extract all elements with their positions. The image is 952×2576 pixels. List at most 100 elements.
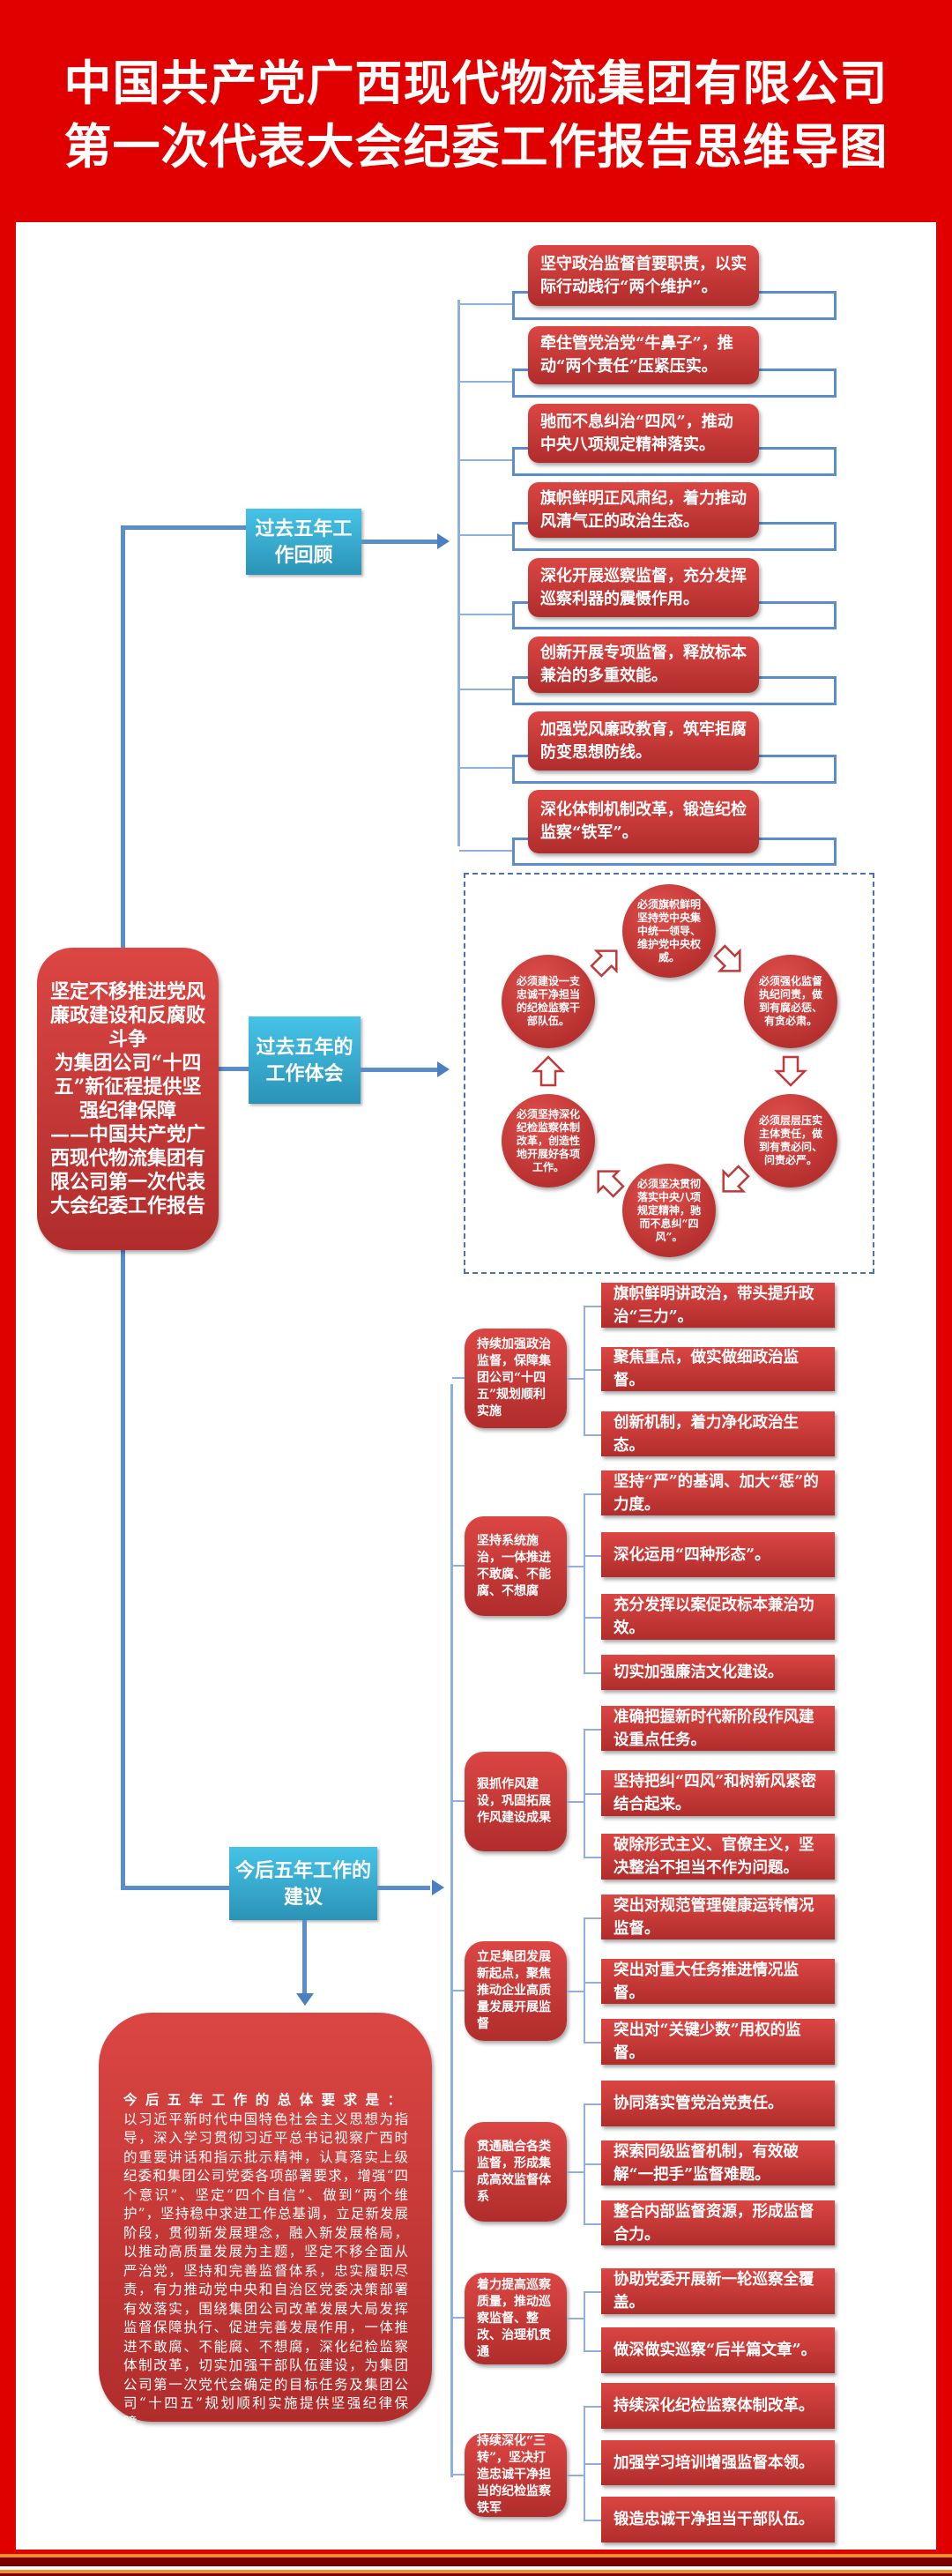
connector-line [584,1493,601,1495]
suggestion-item[interactable]: 协助党委开展新一轮巡察全覆盖。 [601,2268,835,2314]
suggestion-item[interactable]: 探索同级监督机制，有效破解“一把手”监督难题。 [601,2140,835,2185]
suggestion-item[interactable]: 协同落实管党治党责任。 [601,2081,835,2126]
suggestion-topic[interactable]: 持续深化“三转”，坚决打造忠诚干净担当的纪检监察铁军 [465,2433,567,2517]
connector-line [121,525,246,530]
review-item[interactable]: 深化开展巡察监督，充分发挥巡察利器的震慑作用。 [528,558,759,617]
connector-line [459,459,512,461]
review-item[interactable]: 驰而不息纠治“四风”，推动中央八项规定精神落实。 [528,404,759,463]
connector-line [584,1793,601,1795]
suggestion-item[interactable]: 坚持“严”的基调、加大“惩”的力度。 [601,1470,835,1515]
connector-line [584,2291,601,2293]
connector-line [584,2163,601,2165]
suggestion-item[interactable]: 做深做实巡察“后半篇文章”。 [601,2327,835,2373]
connector-line [459,381,512,383]
connector-line [567,1800,584,1803]
connector-line [584,2350,601,2352]
suggestion-item[interactable]: 破除形式主义、官僚主义，坚决整治不担当不作为问题。 [601,1834,835,1880]
summary-heading: 今后五年工作的总体要求是： [123,2091,409,2108]
connector-line [584,1857,601,1858]
suggestion-topic[interactable]: 狠抓作风建设，巩固拓展作风建设成果 [465,1752,567,1851]
suggestion-item[interactable]: 深化运用“四种形态”。 [601,1532,835,1577]
footer-band [0,2570,952,2573]
suggestion-item[interactable]: 持续深化纪检监察体制改革。 [601,2383,835,2429]
connector-line [452,1564,465,1567]
footer-band [0,2557,952,2566]
root-topic[interactable]: 坚定不移推进党风廉政建设和反腐败斗争 为集团公司“十四五”新征程提供坚强纪律保障… [37,948,219,1250]
connector-line [361,540,439,544]
connector-line [567,2474,584,2476]
arrow-right-icon [437,533,450,549]
suggestion-item[interactable]: 充分发挥以案促改标本兼治功效。 [601,1594,835,1640]
connector-line [584,1917,601,1919]
summary-box: 今后五年工作的总体要求是：以习近平新时代中国特色社会主义思想为指导，深入学习贯彻… [99,2013,432,2431]
connector-line [450,1384,453,2477]
connector-line [459,767,512,769]
connector-line [584,1917,585,2042]
review-item[interactable]: 创新开展专项监督，释放标本兼治的多重效能。 [528,637,759,693]
cycle-arrow-icon [722,1165,750,1193]
suggestion-item[interactable]: 突出对“关键少数”用权的监督。 [601,2019,835,2065]
connector-line [567,1565,584,1567]
review-item[interactable]: 坚守政治监督首要职责，以实际行动践行“两个维护”。 [528,245,759,306]
connector-line [457,300,460,846]
cycle-arrow-icon [531,1055,566,1087]
suggestion-item[interactable]: 突出对重大任务推进情况监督。 [601,1959,835,2004]
suggestion-item[interactable]: 切实加强廉洁文化建设。 [601,1655,835,1690]
suggestion-item[interactable]: 准确把握新时代新阶段作风建设重点任务。 [601,1706,835,1751]
suggestion-item[interactable]: 创新机制，着力净化政治生态。 [601,1411,835,1456]
experience-circle[interactable]: 必须强化监督执纪问责，做到有腐必惩、有贪必肃。 [744,955,837,1048]
connector-line [459,850,512,852]
suggestion-item[interactable]: 坚持把纠“四风”和树新风紧密结合起来。 [601,1770,835,1816]
connector-line [459,614,512,615]
suggestion-item[interactable]: 旗帜鲜明讲政治，带头提升政治“三力”。 [601,1283,835,1328]
experience-circle[interactable]: 必须层层压实主体责任，做到有责必问、问责必严。 [744,1094,837,1187]
suggestion-item[interactable]: 聚焦重点，做实做细政治监督。 [601,1347,835,1391]
connector-line [584,1617,601,1619]
connector-line [584,1433,601,1436]
footer-band [0,2566,952,2570]
branch-past-review[interactable]: 过去五年工作回顾 [246,509,361,575]
cycle-arrow-icon [597,1170,625,1198]
review-item[interactable]: 旗帜鲜明正风肃纪，着力推动风清气正的政治生态。 [528,482,759,538]
experience-circle[interactable]: 必须坚持深化纪检监察体制改革，创造性地开展好各项工作。 [502,1094,595,1187]
connector-line [567,1990,584,1992]
suggestion-item[interactable]: 突出对规范管理健康运转情况监督。 [601,1895,835,1939]
cycle-arrow-icon [773,1055,808,1087]
experience-circle[interactable]: 必须旗帜鲜明坚持党中央集中统一领导、维护党中央权威。 [622,884,716,978]
connector-line [584,2222,601,2225]
suggestion-topic[interactable]: 贯通融合各类监督，形成集成高效监督体系 [465,2122,567,2222]
connector-line [584,1981,601,1984]
arrow-right-icon [432,1880,444,1895]
review-item[interactable]: 深化体制机制改革，锻造纪检监察“铁军”。 [528,790,759,853]
connector-line [361,1068,440,1072]
connector-line [584,2406,601,2408]
experience-circle[interactable]: 必须建设一支忠诚干净担当的纪检监察干部队伍。 [502,955,595,1048]
connector-line [459,689,512,690]
connector-line [584,1672,601,1674]
review-item[interactable]: 加强党风廉政教育，筑牢拒腐防变思想防线。 [528,711,759,771]
connector-line [452,1989,465,1992]
suggestion-topic[interactable]: 坚持系统施治，一体推进不敢腐、不能腐、不想腐 [465,1516,567,1616]
connector-line [584,2042,601,2044]
connector-line [584,2520,601,2521]
suggestion-topic[interactable]: 立足集团发展新起点，聚焦推动企业高质量发展开展监督 [465,1941,567,2041]
connector-line [584,2462,601,2465]
suggestion-item[interactable]: 锻造忠诚干净担当干部队伍。 [601,2497,835,2542]
connector-line [584,1369,601,1371]
branch-past-experience[interactable]: 过去五年的工作体会 [249,1016,361,1104]
connector-line [452,1376,465,1379]
branch-future-suggestions[interactable]: 今后五年工作的建议 [229,1847,377,1920]
connector-line [584,1728,585,1857]
experience-frame [464,873,874,1274]
review-item[interactable]: 牵住管党治党“牛鼻子”，推动“两个责任”压紧压实。 [528,326,759,384]
connector-line [121,1886,229,1890]
experience-circle[interactable]: 必须坚决贯彻落实中央八项规定精神，驰而不息纠“四风”。 [622,1164,716,1257]
suggestion-item[interactable]: 加强学习培训增强监督本领。 [601,2440,835,2485]
connector-line [302,1920,307,1995]
connector-line [452,1799,465,1802]
connector-line [452,2170,465,2172]
footer-band [0,2573,952,2576]
suggestion-item[interactable]: 整合内部监督资源，形成监督合力。 [601,2200,835,2245]
suggestion-topic[interactable]: 持续加强政治监督，保障集团公司“十四五”规划顺利实施 [465,1329,567,1428]
suggestion-topic[interactable]: 着力提高巡察质量，推动巡察监督、整改、治理机贯通 [465,2273,567,2364]
